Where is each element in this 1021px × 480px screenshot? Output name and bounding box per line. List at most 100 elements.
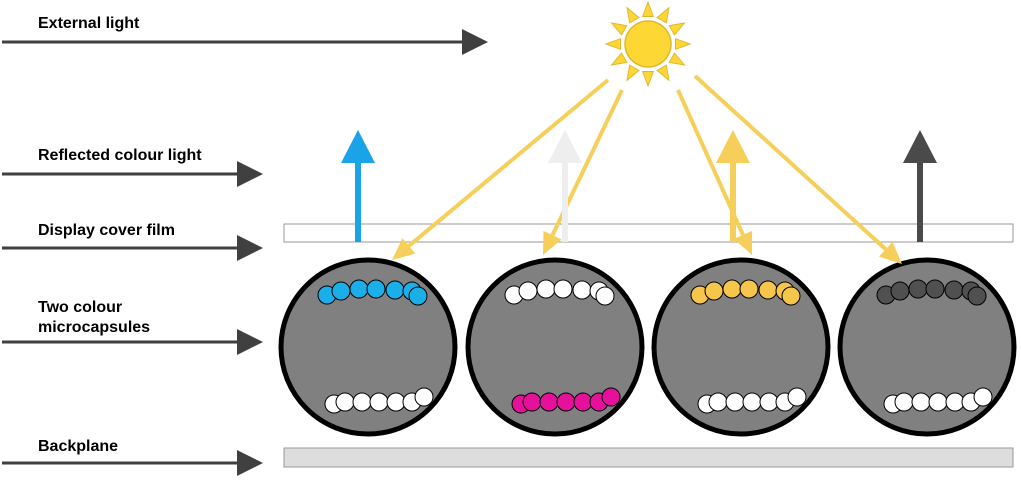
pigment-particle-top [722,279,742,299]
sun-disc [624,20,672,68]
pigment-particle-bottom [386,392,406,412]
label-two-colour-line2: microcapsules [38,319,151,336]
pigment-particle-bottom [973,387,993,407]
pigment-particle-top [758,280,778,300]
pigment-particle-bottom [414,387,434,407]
arrow-up-icon [341,130,375,242]
display-cover-film [283,223,1014,243]
sun-ray [641,70,655,88]
pigment-particle-bottom [556,392,576,412]
arrow-right-icon [2,450,263,476]
pigment-particle-bottom [894,392,914,412]
arrow-right-head [237,235,263,261]
sun-ray [656,6,670,24]
incident-ray-head [543,230,562,255]
arrow-right-icon [2,235,263,261]
incident-ray-head [733,230,753,255]
label-external-light: External light [38,15,140,32]
arrow-right-head [237,329,263,355]
microcapsule [465,257,645,437]
reflected-arrows [341,130,937,242]
pigment-particle-bottom [787,387,807,407]
reflected-arrow-shaft [730,160,736,242]
reflected-arrow-shaft [562,160,568,242]
pigment-particle-bottom [708,392,728,412]
label-two-colour-microcapsules: Two colour microcapsules [38,298,150,338]
pigment-particle-top [331,281,351,301]
arrow-diagonal-icon [392,78,610,260]
pigment-particle-bottom [928,392,948,412]
pigment-particle-top [739,279,759,299]
sun-ray [656,64,670,82]
pigment-particle-bottom [601,387,621,407]
reflected-arrow-head [716,130,750,163]
microcapsule [837,257,1017,437]
arrow-right-icon [2,29,488,55]
pigment-particle-top [349,279,369,299]
arrow-right-head [237,450,263,476]
arrow-diagonal-icon [693,74,902,264]
pigment-particle-bottom [573,392,593,412]
pigment-particle-bottom [911,392,931,412]
reflected-arrow-shaft [355,160,361,242]
sun-ray [604,37,622,51]
sun-ray [674,37,692,51]
incident-ray-head [878,241,902,264]
pigment-particle-top [385,280,405,300]
microcapsule [651,257,831,437]
pigment-particle-bottom [352,392,372,412]
incident-ray-head [392,238,416,260]
label-two-colour-line1: Two colour [38,299,123,316]
pigment-particle-top [595,286,615,306]
microcapsules [278,257,1017,437]
sun-icon [604,0,692,88]
arrow-right-icon [2,161,263,187]
pigment-particle-top [536,279,556,299]
pigment-particle-top [366,279,386,299]
label-reflected-colour-light: Reflected colour light [38,147,202,164]
reflected-arrow-shaft [917,160,923,242]
arrow-right-icon [2,329,263,355]
pigment-particle-top [518,281,538,301]
reflected-arrow-head [903,130,937,163]
pigment-particle-bottom [725,392,745,412]
label-arrows [2,29,488,476]
sun-ray [626,6,640,24]
pigment-particle-top [967,286,987,306]
label-display-cover-film: Display cover film [38,222,175,239]
incident-ray-shaft [407,78,610,248]
pigment-particle-top [908,279,928,299]
pigment-particle-bottom [945,392,965,412]
pigment-particle-top [704,281,724,301]
reflected-arrow-head [341,130,375,163]
sun-ray [626,64,640,82]
pigment-particle-top [944,280,964,300]
pigment-particle-bottom [522,392,542,412]
pigment-particle-bottom [539,392,559,412]
pigment-particle-top [890,281,910,301]
sun-ray [668,22,686,36]
pigment-particle-bottom [369,392,389,412]
pigment-particle-top [781,286,801,306]
pigment-particle-top [572,280,592,300]
pigment-particle-bottom [759,392,779,412]
arrow-right-head [237,161,263,187]
arrow-up-icon [716,130,750,242]
layers [283,223,1014,468]
arrow-up-icon [548,130,582,242]
sun-ray [641,0,655,18]
sun-ray [610,22,628,36]
backplane [283,447,1014,468]
pigment-particle-top [408,286,428,306]
reflected-arrow-head [548,130,582,163]
pigment-particle-bottom [335,392,355,412]
label-backplane: Backplane [38,438,119,455]
microcapsule [278,257,458,437]
incident-ray-shaft [693,74,888,251]
pigment-particle-top [553,279,573,299]
pigment-particle-top [925,279,945,299]
sun-ray [668,52,686,66]
pigment-particle-bottom [742,392,762,412]
arrow-up-icon [903,130,937,242]
